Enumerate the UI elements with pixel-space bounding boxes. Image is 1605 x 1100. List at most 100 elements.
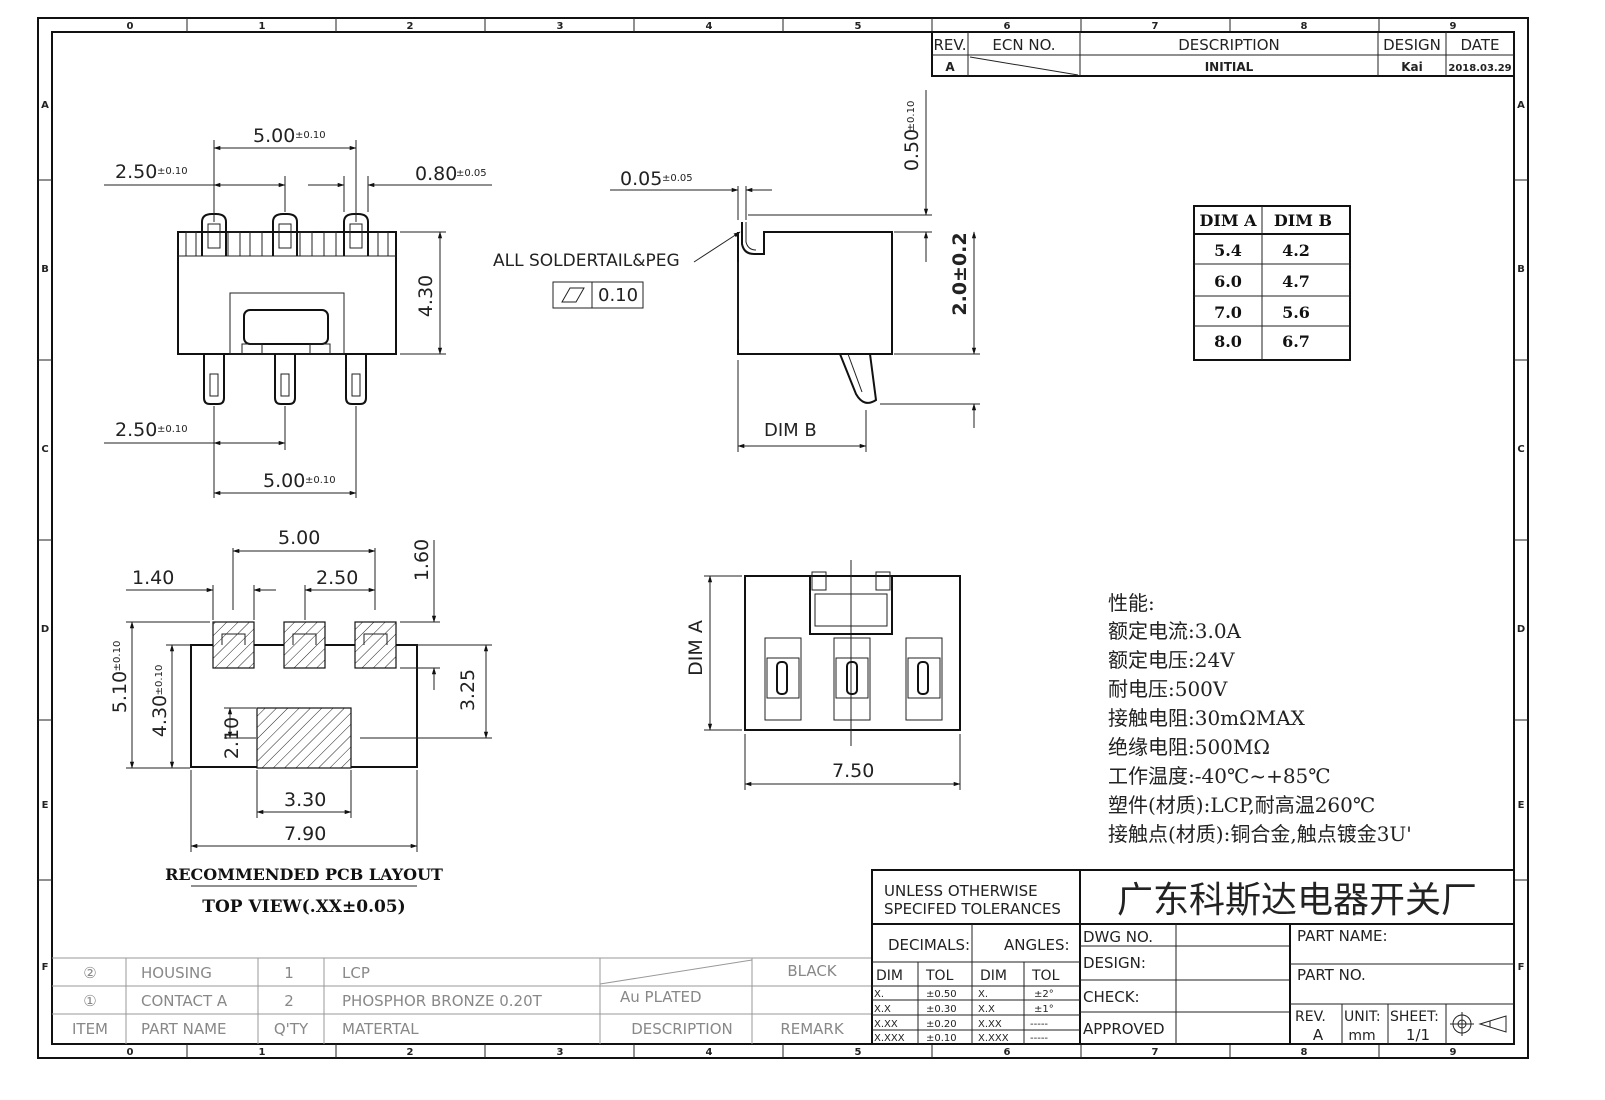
front-dim-right-top-tol: ±0.05	[456, 168, 487, 179]
rev-label: REV.	[1295, 1009, 1326, 1025]
pcb-dim-500: 5.00	[278, 527, 320, 549]
dim-table-cell: 8.0	[1214, 332, 1242, 351]
side-dim-offset-tol: ±0.10	[906, 101, 917, 132]
bom-header: REMARK	[780, 1020, 845, 1038]
flatness-value: 0.10	[598, 285, 638, 306]
spec-line: 工作温度:-40℃~+85℃	[1108, 764, 1331, 788]
col-label: 0	[127, 21, 134, 32]
dim-table-cell: 7.0	[1214, 303, 1242, 322]
side-dim-height: 2.0±0.2	[949, 232, 971, 315]
dim-table-cell: 6.7	[1282, 332, 1310, 351]
top-dim-a: DIM A	[685, 620, 707, 676]
decimal-dim: X.X	[874, 1004, 891, 1015]
bom-remark: BLACK	[787, 962, 837, 980]
col-label: 4	[706, 21, 713, 32]
row-label: A	[1517, 100, 1525, 111]
angle-dim: X.X	[978, 1004, 995, 1015]
decimal-tol: ±0.20	[926, 1019, 957, 1030]
bom-part: HOUSING	[141, 964, 212, 982]
bom-item: ①	[83, 992, 96, 1010]
ecn-header: ECN NO.	[992, 36, 1055, 54]
dim-table-cell: 5.4	[1214, 241, 1242, 260]
unit-label: UNIT:	[1344, 1009, 1381, 1025]
ecn-strike-line	[969, 56, 1079, 76]
bom-qty: 2	[284, 992, 294, 1010]
pcb-dim-510-tol: ±0.10	[112, 641, 123, 672]
front-dim-left-top-tol: ±0.10	[157, 166, 188, 177]
pcb-dim-790: 7.90	[284, 823, 326, 845]
rev-value: A	[945, 60, 955, 74]
spec-line: 绝缘电阻:500MΩ	[1108, 735, 1270, 759]
check-label: CHECK:	[1083, 988, 1140, 1006]
pcb-dim-160: 1.60	[411, 539, 433, 581]
spec-line: 塑件(材质):LCP,耐高温260℃	[1108, 793, 1375, 817]
col-label: 4	[706, 1047, 713, 1058]
company-name: 广东科斯达电器开关厂	[1117, 880, 1477, 921]
drawing-frame: 0 1 2 3 4 5 6 7 8 9 0 1 2 3 4 5 6 7 8 9 …	[37, 17, 1529, 1059]
dim-table-header: DIM A	[1199, 211, 1257, 230]
pcb-layout-view: 5.00 1.40 2.50 1.60 5.10 ±0.10 4.30 ±0.1…	[109, 527, 492, 917]
frame-column-ticks	[38, 18, 1528, 1058]
col-label: 9	[1450, 1047, 1457, 1058]
col-label: 6	[1004, 1047, 1011, 1058]
decimal-tol: ±0.30	[926, 1004, 957, 1015]
col-label: 1	[259, 1047, 266, 1058]
tol-col-header: TOL	[1031, 968, 1060, 984]
col-label: 8	[1301, 1047, 1308, 1058]
col-label: 0	[127, 1047, 134, 1058]
row-label: D	[41, 624, 49, 635]
pcb-dim-140: 1.40	[132, 567, 174, 589]
projection-symbol-icon	[1450, 1012, 1507, 1036]
tolerance-note: UNLESS OTHERWISE	[884, 882, 1038, 900]
col-label: 7	[1152, 21, 1159, 32]
bom-header: MATERTAL	[342, 1020, 419, 1038]
col-label: 3	[557, 1047, 564, 1058]
front-dim-height: 4.30	[415, 275, 437, 317]
front-dim-right-top: 0.80	[415, 163, 457, 185]
date-value: 2018.03.29	[1448, 63, 1511, 74]
col-label: 3	[557, 21, 564, 32]
front-dim-left-top: 2.50	[115, 161, 157, 183]
pcb-dim-250: 2.50	[316, 567, 358, 589]
bom-item: ②	[83, 964, 96, 982]
col-label: 5	[855, 1047, 862, 1058]
bom-material: PHOSPHOR BRONZE 0.20T	[342, 992, 543, 1010]
dim-table-cell: 4.2	[1282, 241, 1310, 260]
side-view: 0.05 ±0.05 0.50 ±0.10 2.0±0.2 ALL SOLDER…	[493, 90, 980, 452]
flatness-icon	[561, 287, 585, 303]
angle-tol: ±2°	[1034, 989, 1054, 1000]
sheet-label: SHEET:	[1390, 1009, 1439, 1025]
specs-heading: 性能:	[1108, 591, 1155, 615]
angle-tol: ±1°	[1034, 1004, 1054, 1015]
description-header: DESCRIPTION	[1178, 36, 1280, 54]
bom-qty: 1	[284, 964, 294, 982]
approved-label: APPROVED	[1083, 1020, 1165, 1038]
decimal-dim: X.XXX	[874, 1033, 905, 1044]
specs-block: 性能: 额定电流:3.0A 额定电压:24V 耐电压:500V 接触电阻:30m…	[1108, 591, 1412, 846]
rev-value: A	[1313, 1026, 1324, 1044]
dim-table: DIM A DIM B 5.4 4.2 6.0 4.7 7.0 5.6 8.0 …	[1193, 205, 1351, 361]
front-dim-top-tol: ±0.10	[295, 130, 326, 141]
dim-table-cell: 6.0	[1214, 272, 1242, 291]
row-label: E	[1518, 800, 1525, 811]
sheet-value: 1/1	[1406, 1026, 1430, 1044]
angle-dim: X.	[978, 989, 988, 1000]
date-header: DATE	[1460, 36, 1499, 54]
col-label: 2	[407, 21, 414, 32]
row-label: E	[42, 800, 49, 811]
pcb-dim-430: 4.30	[149, 695, 171, 737]
pcb-layout-title: RECOMMENDED PCB LAYOUT	[165, 865, 443, 884]
dim-table-cell: 5.6	[1282, 303, 1310, 322]
revision-table: REV. ECN NO. DESCRIPTION DESIGN DATE A I…	[931, 31, 1515, 77]
side-dim-b: DIM B	[764, 420, 817, 441]
row-label: B	[41, 264, 49, 275]
pcb-dim-510: 5.10	[109, 671, 131, 713]
decimal-dim: X.XX	[874, 1019, 898, 1030]
front-dim-top: 5.00	[253, 125, 295, 147]
spec-line: 额定电流:3.0A	[1108, 619, 1242, 643]
bom-header: Q'TY	[274, 1020, 309, 1038]
front-dim-left-bottom-tol: ±0.10	[157, 424, 188, 435]
unit-value: mm	[1348, 1028, 1375, 1044]
col-label: 9	[1450, 21, 1457, 32]
